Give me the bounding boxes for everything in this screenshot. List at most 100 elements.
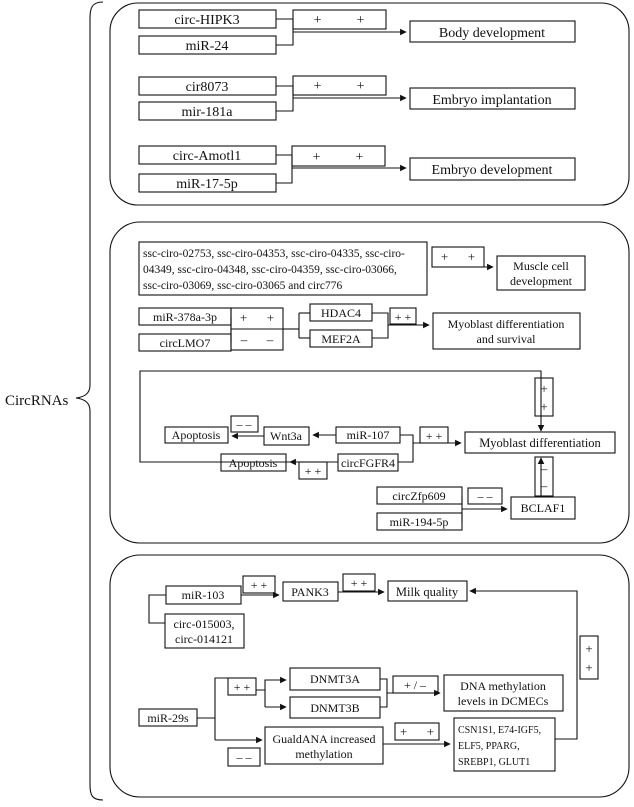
dna-methylation-box: [443, 674, 564, 712]
double-plus-label-1: + +: [395, 310, 412, 324]
double-plus-box-p3-2: [342, 573, 376, 592]
double-minus-guald-label: – –: [236, 750, 253, 764]
ssc-line-1: ssc-ciro-02753, ssc-ciro-04353, ssc-ciro…: [143, 248, 405, 260]
myoblast-differentiation-box: [464, 431, 616, 454]
mir-29s-label: miR-29s: [147, 711, 189, 725]
guald-line-1: GualdANA increased: [273, 732, 376, 746]
panel-1: [109, 2, 630, 206]
dnmt3b-label: DNMT3B: [310, 701, 359, 715]
apoptosis-label-1: Apoptosis: [172, 428, 221, 442]
minus-top-label: –: [540, 461, 548, 476]
muscle-line-2: development: [510, 274, 573, 288]
circ-015003-line-2: circ-014121: [175, 632, 233, 646]
ssc-line-2: 04349, ssc-ciro-04348, ssc-ciro-04359, s…: [143, 264, 397, 276]
double-plus-mid-label: + +: [426, 429, 443, 443]
double-plus-box-dnmt: [227, 677, 257, 696]
apoptosis-box-1: [164, 426, 229, 444]
ssc-circ-box: [138, 241, 428, 296]
root-brace: [75, 1, 104, 801]
dnmt3a-label: DNMT3A: [310, 672, 360, 686]
dna-methylation-line-2: levels in DCMECs: [458, 694, 549, 708]
circ-hipk3-label: circ-HIPK3: [174, 13, 239, 28]
plus-bottom-label: +: [540, 399, 547, 414]
muscle-cell-development-box: [496, 255, 586, 291]
ssc-line-3: ssc-ciro-03069, ssc-ciro-03065 and circ7…: [143, 280, 343, 292]
embryo-development-label: Embryo development: [432, 163, 553, 178]
mir-17-5p-label: miR-17-5p: [176, 177, 237, 192]
wnt3a-label: Wnt3a: [270, 429, 303, 443]
signs-box-3: [291, 145, 386, 167]
circzfp609-label: circZfp609: [392, 489, 445, 503]
genes-line-2: ELF5, PPARG,: [458, 741, 520, 752]
mir-107-label: miR-107: [347, 428, 390, 442]
mir-24-label: miR-24: [186, 39, 229, 54]
ssc-signs-label: + +: [441, 249, 475, 264]
muscle-line-1: Muscle cell: [513, 259, 569, 273]
double-plus-box-p3-1: [242, 575, 276, 594]
guald-line-2: methylation: [295, 747, 352, 761]
panel-3: [109, 554, 630, 798]
double-minus-wnt-label: – –: [236, 417, 253, 431]
mir-103-label: miR-103: [182, 588, 225, 602]
double-plus-box-mid: [419, 426, 449, 444]
milk-quality-label: Milk quality: [396, 585, 459, 599]
double-plus-box-apop: [298, 461, 328, 480]
myoblast-survival-box: [432, 312, 581, 350]
bclaf1-label: BCLAF1: [521, 501, 566, 515]
myoblast-survival-line-1: Myoblast differentiation: [448, 317, 565, 331]
double-plus-dnmt-label: + +: [234, 680, 251, 694]
double-plus-p3-label-2: + +: [351, 576, 368, 590]
mir-181a-label: mir-181a: [181, 105, 233, 120]
genes-line-3: SREBP1, GLUT1: [458, 757, 530, 768]
signs-label-1: + +: [314, 13, 365, 28]
apoptosis-label-2: Apoptosis: [229, 456, 278, 470]
hdac4-label: HDAC4: [321, 306, 361, 320]
pank3-label: PANK3: [291, 585, 329, 599]
signs-label-2: + +: [314, 79, 365, 94]
circ-amotl1-label: circ-Amotl1: [173, 149, 241, 164]
double-plus-apop-label: + +: [305, 464, 322, 478]
guald-box: [264, 726, 384, 765]
plus-minus-label: + / –: [404, 678, 427, 692]
double-plus-box-1: [389, 307, 417, 325]
root-label: CircRNAs: [5, 393, 68, 409]
embryo-development-box: [409, 157, 576, 181]
circzfp609-box: [376, 486, 463, 505]
embryo-implantation-box: [409, 87, 576, 110]
apoptosis-box-2: [220, 453, 287, 472]
double-minus-box-guald: [227, 747, 261, 767]
signs-box-1: [292, 9, 387, 30]
double-minus-box-bclaf: [467, 487, 503, 505]
dna-methylation-line-1: DNA methylation: [460, 679, 546, 693]
side-plus-bottom-label: +: [585, 660, 592, 675]
plus-pair-genes-label: + +: [400, 724, 434, 739]
milk-quality-box: [387, 580, 468, 602]
panel-2: [109, 221, 630, 544]
signs-label-3: + +: [313, 150, 364, 165]
double-plus-p3-label-1: + +: [251, 578, 268, 592]
circ-015003-box: [164, 613, 245, 649]
double-minus-bclaf-label: – –: [477, 489, 494, 503]
myoblast-differentiation-label: Myoblast differentiation: [479, 436, 601, 450]
circlmo7-label: circLMO7: [160, 336, 211, 350]
side-plus-box: [579, 635, 599, 680]
minus-pair-label: – –: [240, 332, 274, 347]
minus-vertical-box: [534, 456, 554, 497]
double-minus-box-wnt: [230, 415, 259, 433]
mef2a-label: MEF2A: [321, 332, 361, 346]
plus-minus-box-p3: [392, 675, 439, 694]
circfgfr4-label: circFGFR4: [341, 456, 395, 470]
plus-top-label: +: [540, 381, 547, 396]
body-development-label: Body development: [439, 26, 545, 41]
plus-vertical-box: [534, 377, 554, 417]
genes-line-1: CSN1S1, E74-IGF5,: [458, 725, 541, 736]
mir-194-5p-label: miR-194-5p: [390, 515, 449, 529]
plus-pair-label: + +: [240, 310, 274, 325]
bclaf1-box: [510, 496, 576, 520]
body-development-box: [409, 20, 576, 43]
mir-378a-3p-label: miR-378a-3p: [153, 310, 217, 324]
embryo-implantation-label: Embryo implantation: [432, 93, 551, 108]
signs-box-2: [292, 75, 387, 96]
